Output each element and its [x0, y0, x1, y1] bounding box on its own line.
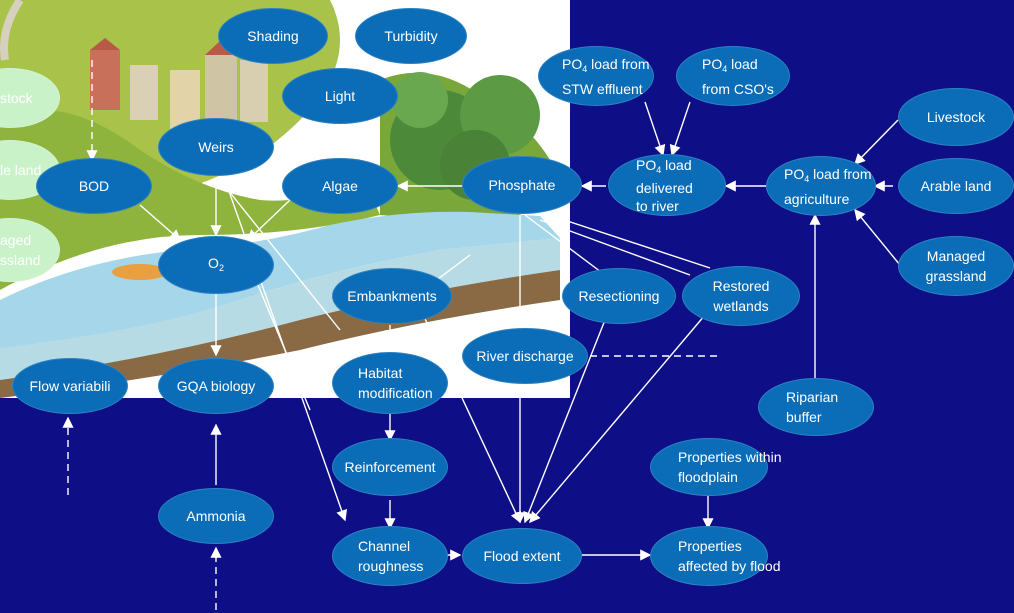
- node-ammonia: Ammonia: [158, 488, 274, 544]
- node-weirs: Weirs: [158, 118, 274, 176]
- node-riparian-buffer: Riparian buffer: [758, 378, 874, 436]
- node-gqa-biology: GQA biology: [158, 358, 274, 414]
- node-reinforcement: Reinforcement: [332, 438, 448, 496]
- connectors: [139, 101, 901, 561]
- node-habitat-modification: Habitat modification: [332, 352, 448, 414]
- node-properties-within: Properties within floodplain: [650, 438, 782, 496]
- dashed-connectors: [62, 60, 720, 610]
- node-resectioning: Resectioning: [562, 268, 676, 324]
- node-arable-land: Arable land: [898, 158, 1014, 214]
- node-properties-affected: Properties affected by flood: [650, 526, 780, 586]
- node-river-discharge: River discharge: [462, 328, 588, 384]
- node-bod: BOD: [36, 158, 152, 214]
- node-o2: O2: [158, 236, 274, 294]
- node-light: Light: [282, 68, 398, 124]
- node-restored-wetlands: Restored wetlands: [682, 266, 800, 326]
- node-managed-grassland: Managed grassland: [898, 236, 1014, 296]
- node-embankments: Embankments: [332, 268, 452, 324]
- node-flow-variability: Flow variabili: [12, 358, 128, 414]
- node-shading: Shading: [218, 8, 328, 64]
- node-livestock: Livestock: [898, 88, 1014, 146]
- node-phosphate: Phosphate: [462, 156, 582, 214]
- node-turbidity: Turbidity: [355, 8, 467, 64]
- node-channel-roughness: Channel roughness: [332, 526, 448, 586]
- node-flood-extent: Flood extent: [462, 528, 582, 584]
- node-algae: Algae: [282, 158, 398, 214]
